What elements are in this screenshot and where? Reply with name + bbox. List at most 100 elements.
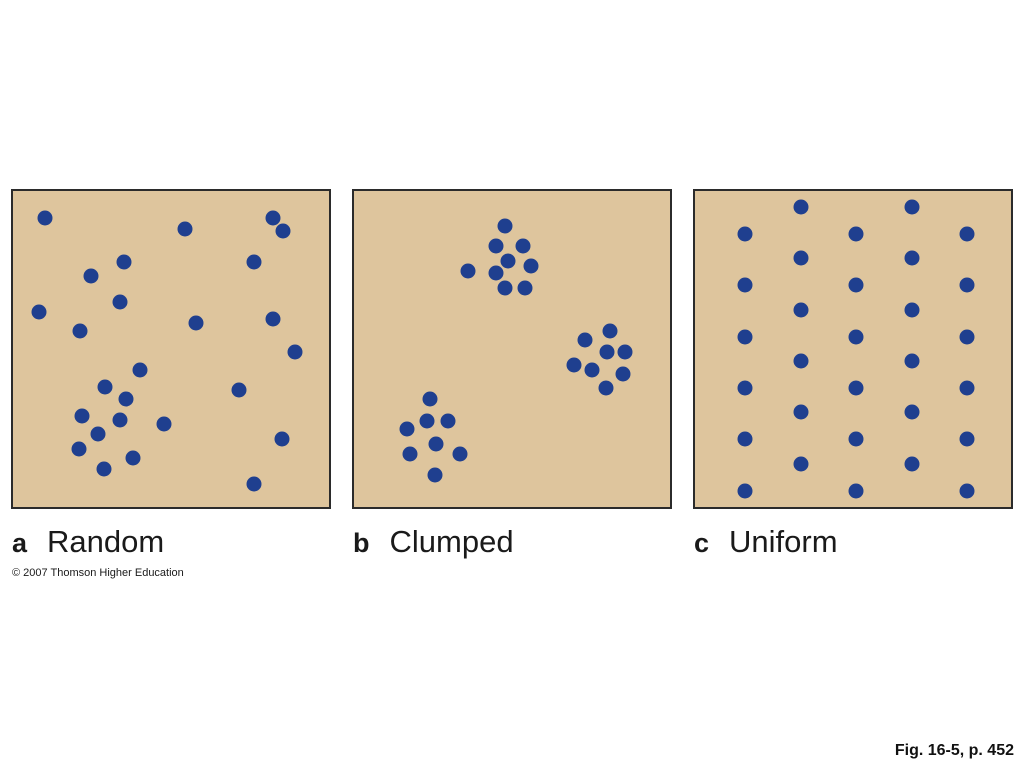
individual-dot — [793, 302, 809, 318]
individual-dot — [428, 436, 444, 452]
individual-dot — [904, 302, 920, 318]
individual-dot — [460, 263, 476, 279]
panel-label: Uniform — [729, 524, 838, 559]
individual-dot — [71, 441, 87, 457]
individual-dot — [515, 238, 531, 254]
clumped-distribution-plot — [354, 191, 670, 507]
individual-dot — [287, 344, 303, 360]
caption-random: a Random — [11, 524, 164, 568]
panel-background — [695, 191, 1011, 507]
individual-dot — [737, 483, 753, 499]
panel-letter: c — [694, 528, 710, 558]
caption-uniform: c Uniform — [693, 524, 838, 568]
individual-dot — [848, 226, 864, 242]
individual-dot — [488, 265, 504, 281]
individual-dot — [848, 431, 864, 447]
individual-dot — [904, 353, 920, 369]
individual-dot — [959, 226, 975, 242]
individual-dot — [112, 294, 128, 310]
individual-dot — [577, 332, 593, 348]
individual-dot — [793, 250, 809, 266]
individual-dot — [96, 461, 112, 477]
individual-dot — [265, 311, 281, 327]
individual-dot — [959, 483, 975, 499]
individual-dot — [523, 258, 539, 274]
individual-dot — [793, 456, 809, 472]
individual-dot — [959, 380, 975, 396]
individual-dot — [116, 254, 132, 270]
individual-dot — [132, 362, 148, 378]
panel-letter: b — [353, 528, 370, 558]
individual-dot — [440, 413, 456, 429]
individual-dot — [500, 253, 516, 269]
random-distribution-panel — [11, 189, 331, 509]
individual-dot — [118, 391, 134, 407]
uniform-distribution-panel — [693, 189, 1013, 509]
individual-dot — [959, 277, 975, 293]
clumped-distribution-panel — [352, 189, 672, 509]
individual-dot — [90, 426, 106, 442]
panel-background — [13, 191, 329, 507]
individual-dot — [584, 362, 600, 378]
individual-dot — [848, 483, 864, 499]
individual-dot — [399, 421, 415, 437]
individual-dot — [427, 467, 443, 483]
panel-label: Random — [47, 524, 165, 559]
individual-dot — [959, 431, 975, 447]
random-distribution-plot — [13, 191, 329, 507]
individual-dot — [452, 446, 468, 462]
individual-dot — [231, 382, 247, 398]
individual-dot — [274, 431, 290, 447]
individual-dot — [31, 304, 47, 320]
individual-dot — [904, 199, 920, 215]
individual-dot — [125, 450, 141, 466]
individual-dot — [904, 250, 920, 266]
individual-dot — [246, 254, 262, 270]
individual-dot — [848, 329, 864, 345]
individual-dot — [602, 323, 618, 339]
individual-dot — [617, 344, 633, 360]
individual-dot — [265, 210, 281, 226]
individual-dot — [74, 408, 90, 424]
individual-dot — [737, 226, 753, 242]
individual-dot — [97, 379, 113, 395]
panel-label: Clumped — [389, 524, 514, 559]
individual-dot — [156, 416, 172, 432]
individual-dot — [598, 380, 614, 396]
individual-dot — [793, 199, 809, 215]
individual-dot — [422, 391, 438, 407]
individual-dot — [275, 223, 291, 239]
individual-dot — [488, 238, 504, 254]
individual-dot — [737, 431, 753, 447]
individual-dot — [793, 404, 809, 420]
individual-dot — [566, 357, 582, 373]
individual-dot — [737, 329, 753, 345]
copyright-notice: © 2007 Thomson Higher Education — [12, 567, 184, 579]
individual-dot — [112, 412, 128, 428]
individual-dot — [497, 280, 513, 296]
figure-reference: Fig. 16-5, p. 452 — [894, 742, 1014, 759]
individual-dot — [177, 221, 193, 237]
individual-dot — [72, 323, 88, 339]
individual-dot — [497, 218, 513, 234]
individual-dot — [737, 380, 753, 396]
caption-clumped: b Clumped — [352, 524, 514, 568]
individual-dot — [83, 268, 99, 284]
panel-letter: a — [12, 528, 28, 558]
individual-dot — [517, 280, 533, 296]
individual-dot — [737, 277, 753, 293]
individual-dot — [848, 277, 864, 293]
individual-dot — [615, 366, 631, 382]
individual-dot — [419, 413, 435, 429]
individual-dot — [904, 404, 920, 420]
individual-dot — [402, 446, 418, 462]
individual-dot — [793, 353, 809, 369]
uniform-distribution-plot — [695, 191, 1011, 507]
individual-dot — [904, 456, 920, 472]
individual-dot — [848, 380, 864, 396]
individual-dot — [599, 344, 615, 360]
individual-dot — [246, 476, 262, 492]
individual-dot — [37, 210, 53, 226]
individual-dot — [959, 329, 975, 345]
